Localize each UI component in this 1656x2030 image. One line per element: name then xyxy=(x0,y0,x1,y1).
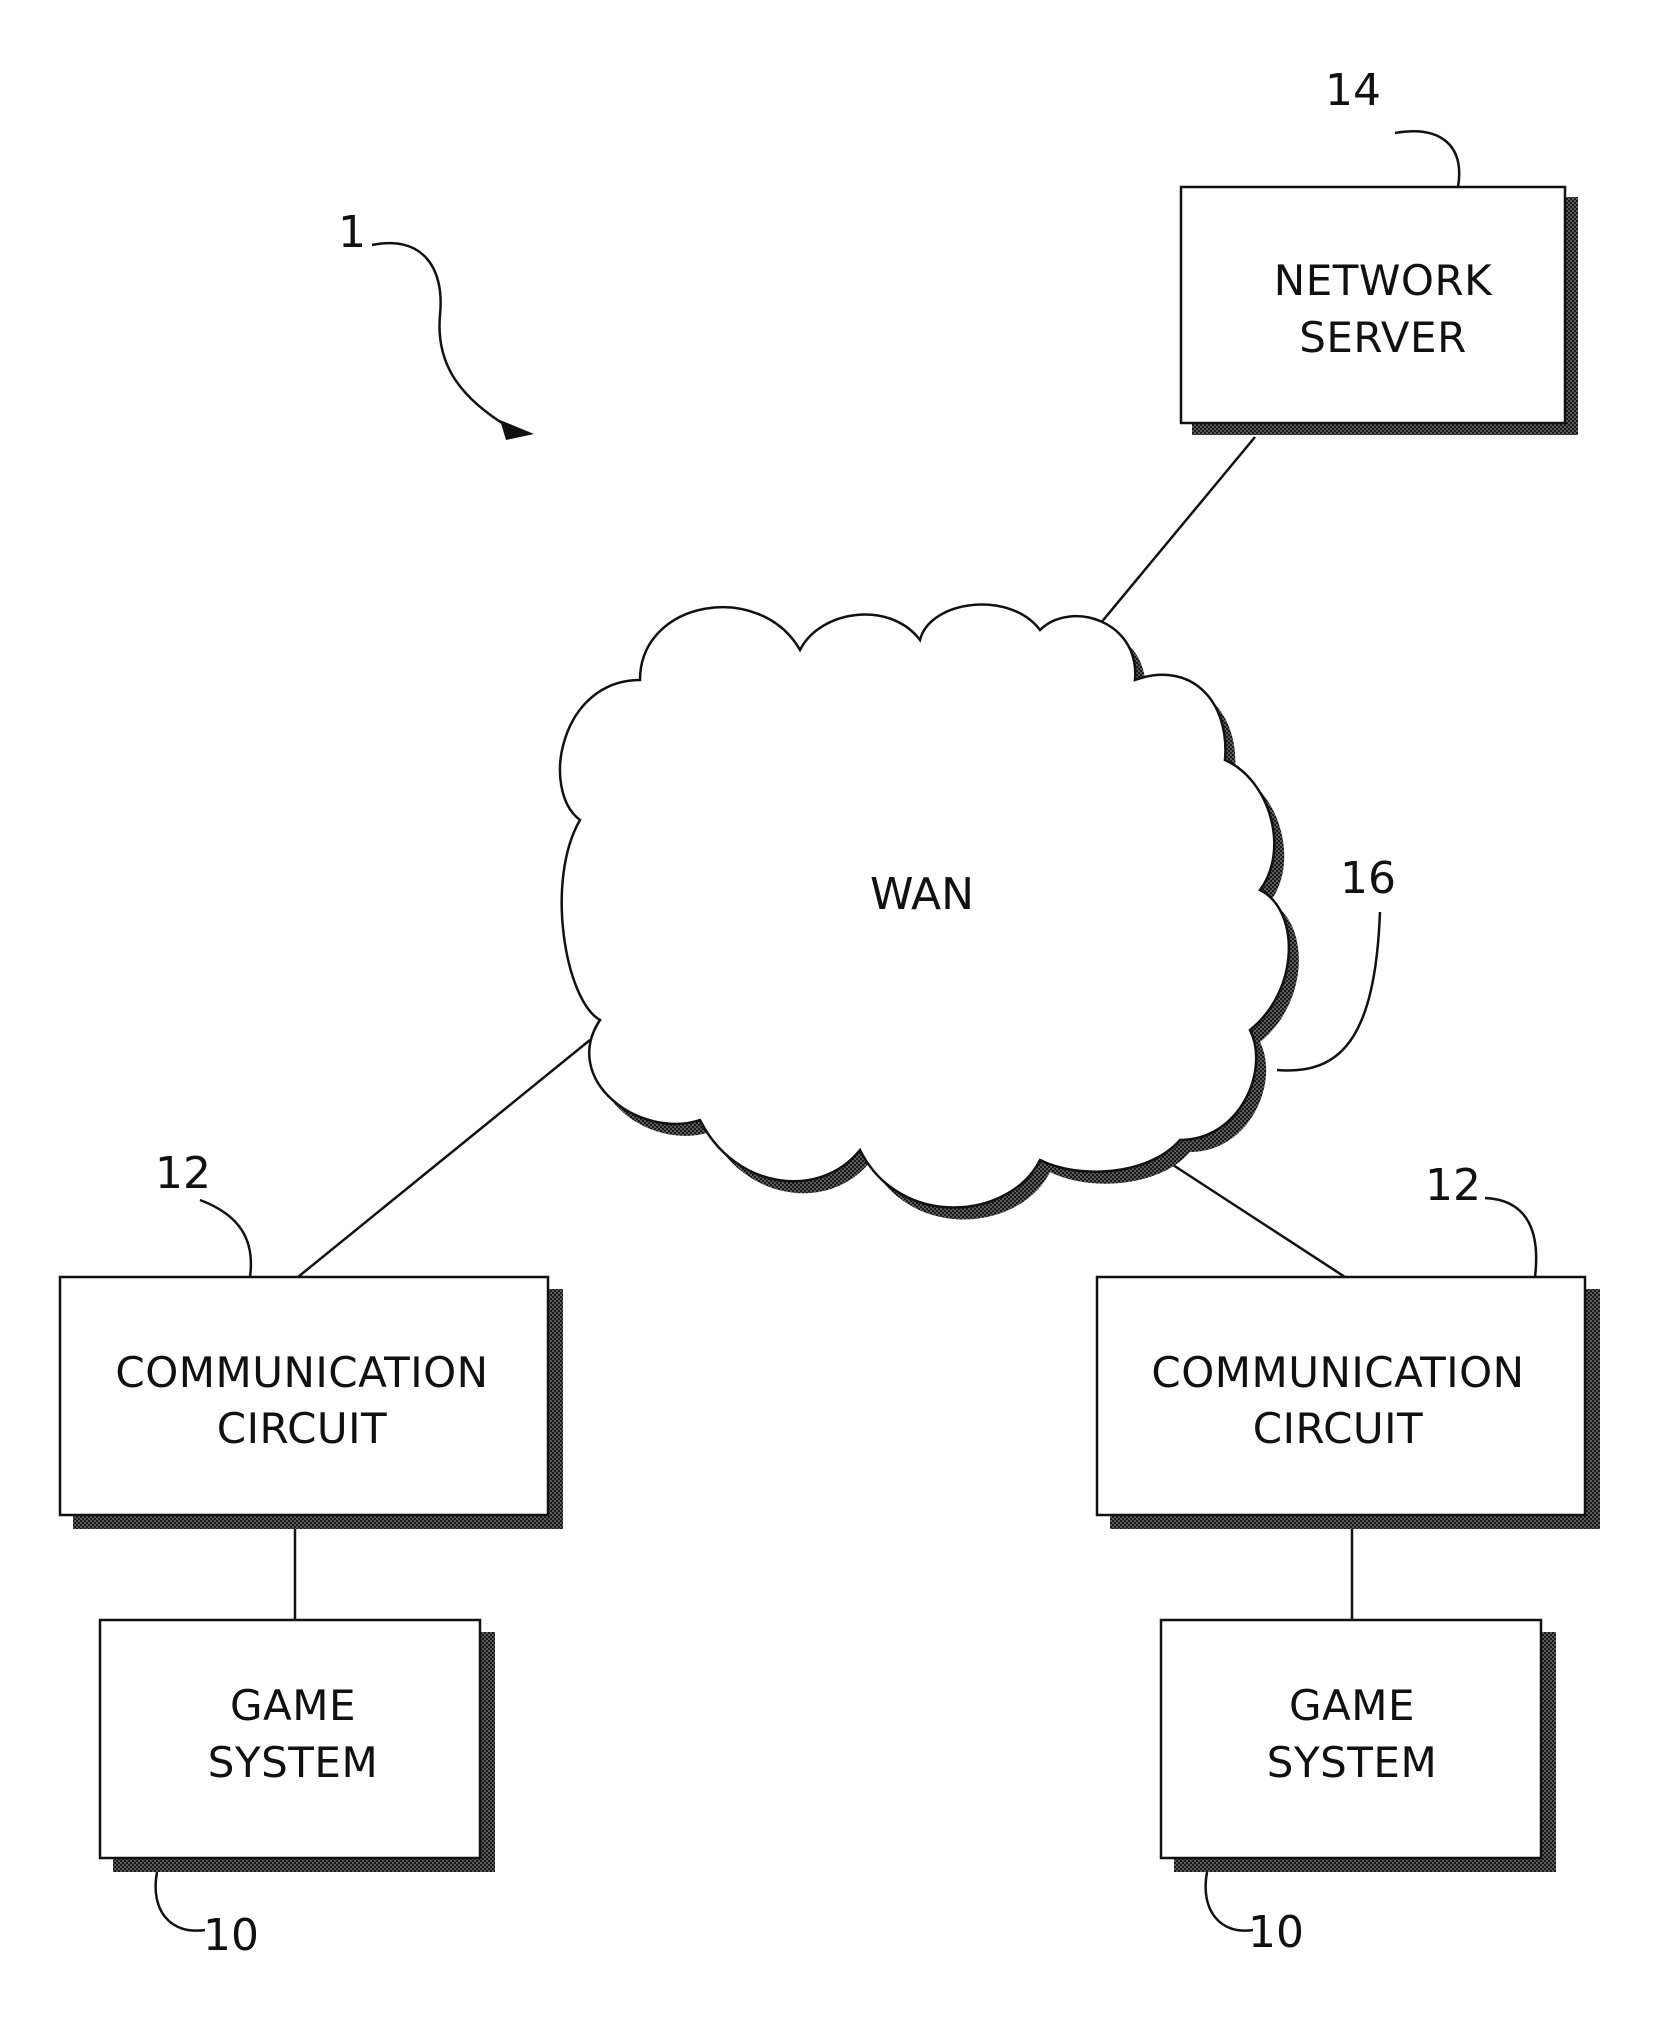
figure-ref-label: 1 xyxy=(338,207,366,258)
wan-label: WAN xyxy=(870,869,974,920)
wan-right-comm-connector xyxy=(1150,1150,1345,1277)
wan-ref: 16 xyxy=(1340,853,1396,904)
network-server-label-line2: SERVER xyxy=(1299,313,1467,362)
right-game-ref: 10 xyxy=(1248,1907,1304,1958)
left-comm-ref-leader xyxy=(200,1200,251,1277)
right-game-system-box: GAME SYSTEM xyxy=(1161,1620,1556,1872)
left-game-label-line1: GAME xyxy=(230,1681,356,1730)
network-server-box: NETWORK SERVER xyxy=(1181,187,1578,435)
network-server-ref: 14 xyxy=(1325,65,1381,116)
network-server-ref-leader xyxy=(1395,131,1459,187)
right-game-label-line1: GAME xyxy=(1289,1681,1415,1730)
left-game-ref: 10 xyxy=(203,1910,259,1961)
left-comm-label-line2: CIRCUIT xyxy=(217,1404,387,1453)
wan-left-comm-connector xyxy=(298,1040,590,1277)
left-game-label-line2: SYSTEM xyxy=(208,1738,378,1787)
right-game-ref-leader xyxy=(1206,1872,1253,1931)
right-comm-ref: 12 xyxy=(1425,1160,1481,1211)
left-game-ref-leader xyxy=(156,1872,205,1931)
left-communication-circuit-box: COMMUNICATION CIRCUIT xyxy=(60,1277,563,1529)
wan-cloud: WAN xyxy=(560,605,1299,1220)
right-game-label-line2: SYSTEM xyxy=(1267,1738,1437,1787)
network-server-label-line1: NETWORK xyxy=(1274,256,1493,305)
right-communication-circuit-box: COMMUNICATION CIRCUIT xyxy=(1097,1277,1600,1529)
left-comm-ref: 12 xyxy=(155,1148,211,1199)
right-comm-label-line1: COMMUNICATION xyxy=(1151,1348,1524,1397)
left-comm-label-line1: COMMUNICATION xyxy=(115,1348,488,1397)
right-comm-label-line2: CIRCUIT xyxy=(1253,1404,1423,1453)
server-wan-connector xyxy=(1095,437,1255,630)
right-comm-ref-leader xyxy=(1485,1198,1536,1277)
figure-ref-arrow xyxy=(372,243,534,440)
left-game-system-box: GAME SYSTEM xyxy=(100,1620,495,1872)
